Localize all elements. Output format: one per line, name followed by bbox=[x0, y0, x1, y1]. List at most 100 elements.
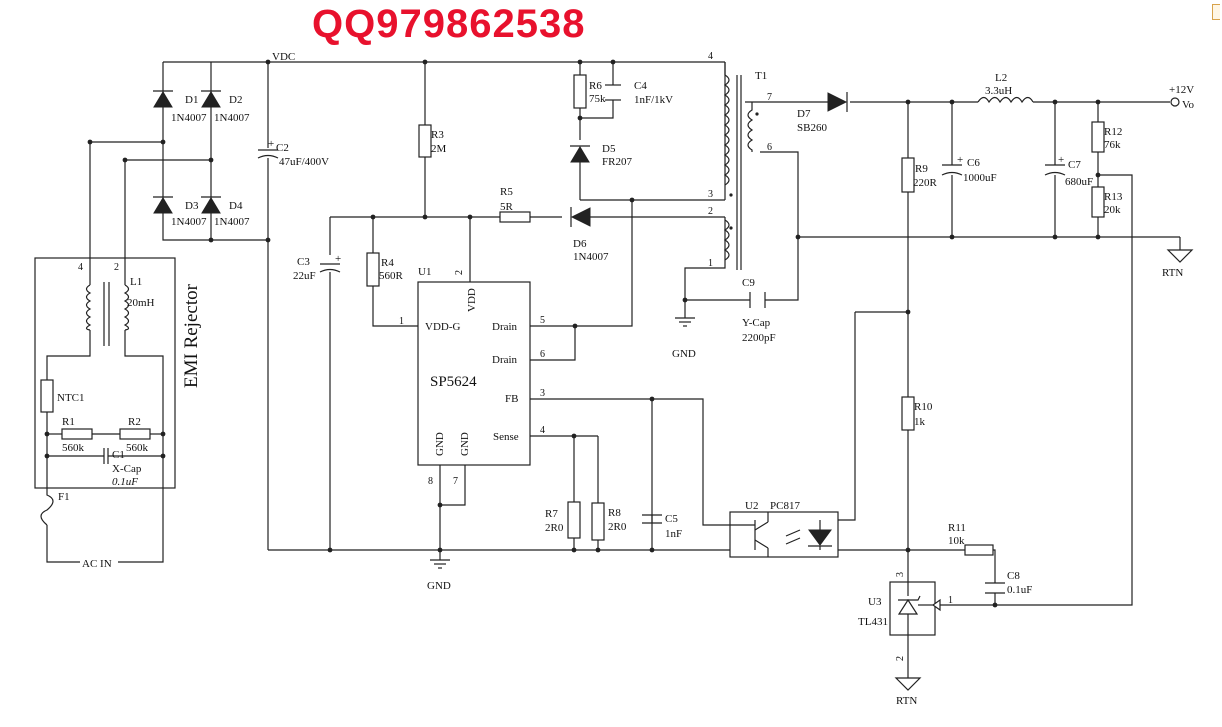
plus12v-label: +12V bbox=[1169, 84, 1194, 96]
c3-value: 22uF bbox=[293, 270, 316, 282]
l1-choke bbox=[85, 282, 130, 346]
rtn-label-bottom: RTN bbox=[896, 695, 917, 707]
r12-resistor bbox=[1091, 121, 1105, 153]
d4-label: D4 bbox=[229, 200, 243, 212]
r3-value: 2M bbox=[431, 143, 447, 155]
svg-text:+: + bbox=[957, 154, 963, 166]
ntc1-label: NTC1 bbox=[57, 392, 85, 404]
u3-part: TL431 bbox=[858, 616, 888, 628]
ac-in-label: AC IN bbox=[82, 558, 112, 570]
r8-label: R8 bbox=[608, 507, 621, 519]
u1-pin-5: 5 bbox=[540, 315, 545, 326]
emi-rejector-box bbox=[34, 257, 176, 489]
svg-text:+: + bbox=[335, 253, 341, 265]
l1-pin-4: 4 bbox=[78, 262, 83, 273]
c4-label: C4 bbox=[634, 80, 647, 92]
vo-terminal bbox=[1170, 97, 1180, 107]
d5-diode bbox=[570, 145, 590, 163]
r3-resistor bbox=[418, 124, 432, 158]
d6-label: D6 bbox=[573, 238, 587, 250]
r9-value: 220R bbox=[913, 177, 938, 189]
u1-pin-vddg: VDD-G bbox=[425, 321, 460, 333]
d1-label: D1 bbox=[185, 94, 198, 106]
u1-pin-1: 1 bbox=[399, 316, 404, 327]
r12-value: 76k bbox=[1104, 139, 1121, 151]
c5-value: 1nF bbox=[665, 528, 682, 540]
d6-diode bbox=[570, 207, 591, 227]
u3-tl431 bbox=[889, 581, 941, 636]
d4-value: 1N4007 bbox=[214, 216, 250, 228]
c6-capacitor: + bbox=[941, 154, 963, 176]
gnd-label-main: GND bbox=[427, 580, 451, 592]
u1-pin-3: 3 bbox=[540, 388, 545, 399]
c2-value: 47uF/400V bbox=[279, 156, 329, 168]
watermark-text: QQ979862538 bbox=[312, 2, 586, 46]
r6-value: 75k bbox=[589, 93, 606, 105]
u1-pin-vdd: VDD bbox=[466, 288, 478, 312]
bridge-diodes bbox=[153, 90, 221, 214]
t1-pin-4: 4 bbox=[708, 51, 713, 62]
c1-label: C1 bbox=[112, 449, 125, 461]
svg-text:+: + bbox=[1058, 154, 1064, 166]
l1-value: 20mH bbox=[127, 297, 155, 309]
c7-capacitor: + bbox=[1044, 154, 1066, 176]
c9-value-2: 2200pF bbox=[742, 332, 776, 344]
junction-dots bbox=[44, 59, 1101, 608]
r7-label: R7 bbox=[545, 508, 558, 520]
c3-capacitor: + bbox=[319, 253, 341, 273]
l1-pin-2: 2 bbox=[114, 262, 119, 273]
u1-pin-sense: Sense bbox=[493, 431, 519, 443]
c3-label: C3 bbox=[297, 256, 310, 268]
vo-label: Vo bbox=[1182, 99, 1195, 111]
r5-resistor bbox=[499, 211, 531, 223]
r4-resistor bbox=[366, 252, 380, 287]
u1-pin-drain-2: Drain bbox=[492, 354, 518, 366]
r1-value: 560k bbox=[62, 442, 85, 454]
rtn-symbol-bottom bbox=[894, 677, 922, 691]
u3-pin-3: 3 bbox=[895, 572, 906, 577]
gnd-label-aux: GND bbox=[672, 348, 696, 360]
d7-diode bbox=[827, 92, 848, 112]
t1-pin-3: 3 bbox=[708, 189, 713, 200]
l2-value: 3.3uH bbox=[985, 85, 1012, 97]
d5-value: FR207 bbox=[602, 156, 632, 168]
t1-pin-7: 7 bbox=[767, 92, 772, 103]
wires bbox=[46, 61, 1181, 678]
rtn-label-top: RTN bbox=[1162, 267, 1183, 279]
c1-value: X-Cap bbox=[112, 463, 142, 475]
c8-value: 0.1uF bbox=[1007, 584, 1032, 596]
d2-label: D2 bbox=[229, 94, 242, 106]
r8-value: 2R0 bbox=[608, 521, 627, 533]
c9-label: C9 bbox=[742, 277, 755, 289]
u2-label: U2 bbox=[745, 500, 758, 512]
d7-label: D7 bbox=[797, 108, 811, 120]
r13-value: 20k bbox=[1104, 204, 1121, 216]
u1-pin-4: 4 bbox=[540, 425, 545, 436]
r13-resistor bbox=[1091, 186, 1105, 218]
r4-label: R4 bbox=[381, 257, 394, 269]
rtn-symbol-top bbox=[1166, 249, 1194, 263]
u3-label: U3 bbox=[868, 596, 882, 608]
u2-optocoupler bbox=[729, 511, 839, 558]
u1-label: U1 bbox=[418, 266, 431, 278]
t1-pin-1: 1 bbox=[708, 258, 713, 269]
u1-pin-gnd-1: GND bbox=[434, 432, 446, 456]
f1-fuse bbox=[40, 488, 54, 526]
c7-value: 680uF bbox=[1065, 176, 1093, 188]
d3-value: 1N4007 bbox=[171, 216, 207, 228]
f1-label: F1 bbox=[58, 491, 70, 503]
c5-label: C5 bbox=[665, 513, 678, 525]
t1-pin-6: 6 bbox=[767, 142, 772, 153]
l2-label: L2 bbox=[995, 72, 1007, 84]
u1-ic bbox=[417, 281, 531, 466]
r3-label: R3 bbox=[431, 129, 444, 141]
u1-part: SP5624 bbox=[430, 374, 477, 390]
r10-label: R10 bbox=[914, 401, 933, 413]
r7-value: 2R0 bbox=[545, 522, 564, 534]
u1-pin-6: 6 bbox=[540, 349, 545, 360]
c4-value: 1nF/1kV bbox=[634, 94, 673, 106]
u1-pin-2: 2 bbox=[454, 270, 465, 275]
u3-pin-1: 1 bbox=[948, 595, 953, 606]
d7-value: SB260 bbox=[797, 122, 827, 134]
u1-pin-drain-1: Drain bbox=[492, 321, 518, 333]
